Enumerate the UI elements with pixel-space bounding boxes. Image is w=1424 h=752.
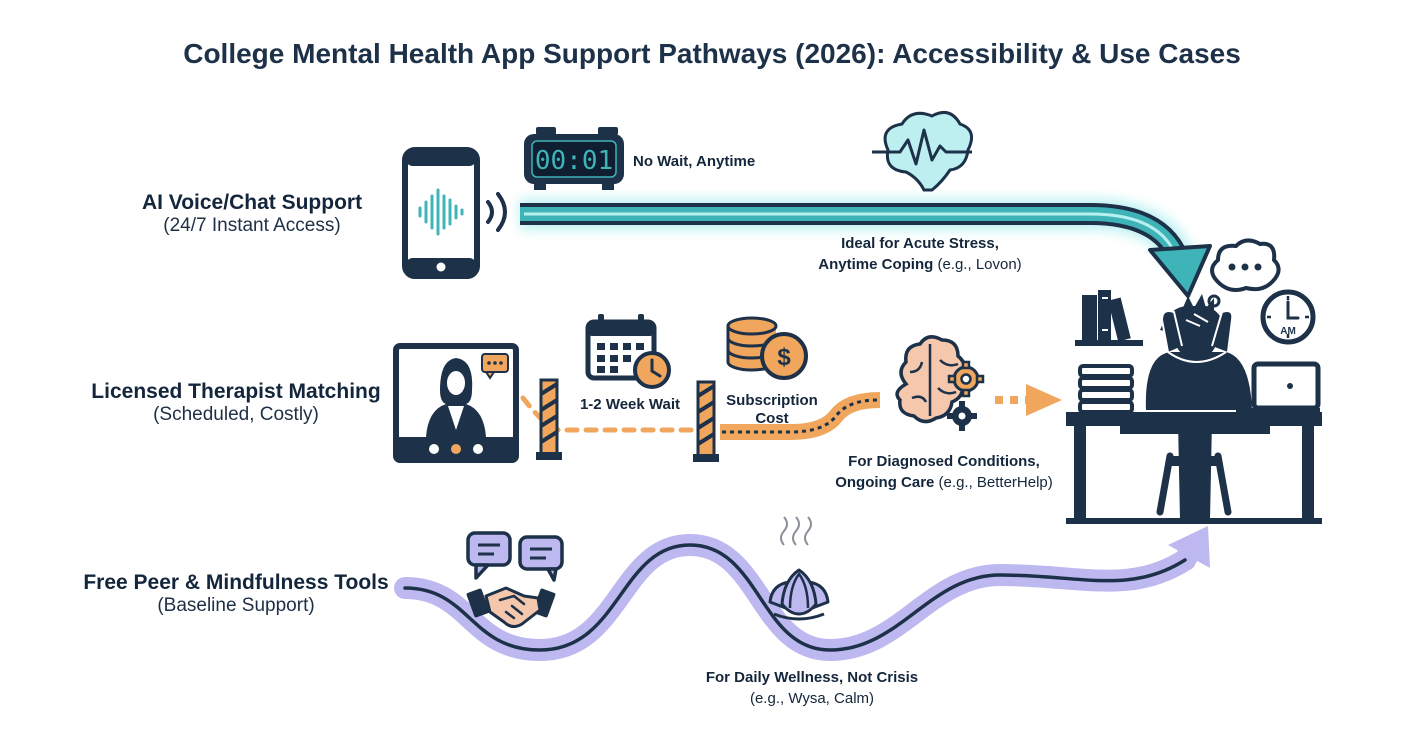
therapist-pathway-title: Licensed Therapist Matching — [91, 380, 381, 403]
cost-label-line1: Subscription — [726, 392, 818, 409]
desk-icon — [1066, 412, 1322, 524]
page-title: College Mental Health App Support Pathwa… — [183, 38, 1241, 69]
brain-gears-icon — [895, 335, 985, 431]
ai-note-example: (e.g., Lovon) — [933, 256, 1022, 273]
ai-pathway-title: AI Voice/Chat Support — [141, 191, 363, 214]
handshake-icon — [466, 586, 556, 629]
ai-use-case-note: Ideal for Acute Stress, Anytime Coping (… — [760, 233, 1080, 275]
laptop-icon — [1236, 361, 1321, 414]
clock-display: 00:01 — [535, 146, 613, 176]
barrier-icon — [536, 378, 562, 460]
student-desk-scene: AM — [1066, 238, 1322, 524]
book-stack-icon — [1078, 364, 1134, 414]
ai-pathway-label: AI Voice/Chat Support (24/7 Instant Acce… — [92, 191, 412, 237]
digital-clock-icon: 00:01 — [524, 127, 624, 190]
therapist-wait-path — [720, 392, 881, 440]
therapist-arrow — [995, 384, 1062, 416]
therapist-pathway-label: Licensed Therapist Matching (Scheduled, … — [56, 380, 416, 426]
therapist-note-line2: Ongoing Care — [835, 474, 935, 491]
svg-text:$: $ — [777, 344, 791, 371]
brain-wave-icon — [872, 110, 974, 192]
therapist-use-case-note: For Diagnosed Conditions, Ongoing Care (… — [784, 451, 1104, 493]
ai-pathway-subtitle: (24/7 Instant Access) — [163, 215, 341, 236]
cost-label-line2: Cost — [755, 410, 788, 427]
ai-note-line1: Ideal for Acute Stress, — [841, 235, 999, 252]
chat-bubbles-icon — [466, 531, 564, 582]
therapist-wait-label: 1-2 Week Wait — [580, 396, 680, 413]
wall-clock-icon: AM — [1260, 289, 1316, 345]
calendar-icon — [585, 314, 671, 389]
ai-arrow — [520, 199, 1212, 298]
peer-use-case-note: For Daily Wellness, Not Crisis (e.g., Wy… — [652, 667, 972, 709]
lotus-icon — [768, 516, 830, 621]
therapist-note-example: (e.g., BetterHelp) — [934, 474, 1053, 491]
video-call-icon — [393, 343, 519, 463]
therapist-pathway-subtitle: (Scheduled, Costly) — [153, 404, 319, 425]
stressed-student-icon — [1145, 294, 1252, 520]
clock-am-label: AM — [1280, 326, 1296, 337]
phone-icon — [402, 147, 480, 279]
ai-wait-label: No Wait, Anytime — [633, 153, 755, 170]
peer-pathway-label: Free Peer & Mindfulness Tools (Baseline … — [56, 571, 416, 617]
peer-wave-arrow — [394, 526, 1210, 662]
therapist-dashed-path — [520, 395, 703, 433]
peer-note-line1: For Daily Wellness, Not Crisis — [705, 669, 919, 686]
coins-icon: $ — [726, 316, 808, 380]
peer-pathway-subtitle: (Baseline Support) — [157, 595, 315, 616]
peer-note-example: (e.g., Wysa, Calm) — [749, 690, 875, 707]
books-icon — [1075, 290, 1143, 346]
peer-pathway-title: Free Peer & Mindfulness Tools — [83, 571, 389, 594]
sound-wave-icon — [486, 192, 507, 232]
barrier-icon — [693, 380, 719, 462]
ai-note-line2: Anytime Coping — [818, 256, 934, 273]
therapist-note-line1: For Diagnosed Conditions, — [848, 453, 1040, 470]
